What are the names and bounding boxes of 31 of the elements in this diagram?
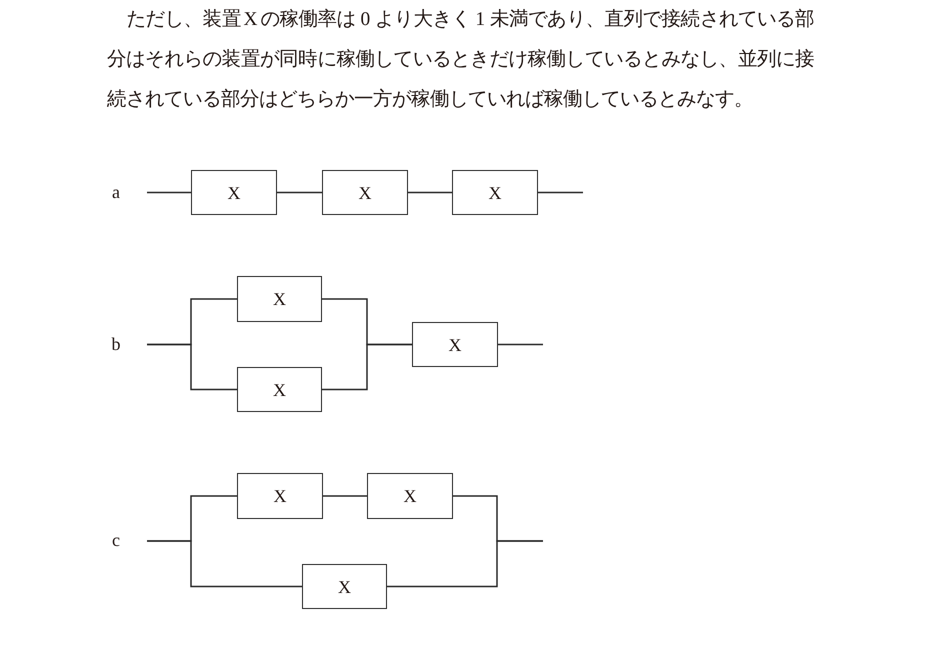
device-box: [191, 170, 277, 215]
device-box: [302, 564, 387, 609]
device-box: [237, 367, 322, 412]
connecting-line: [147, 540, 302, 588]
device-label: X: [448, 336, 462, 354]
device-label: X: [358, 184, 372, 202]
connecting-line: [147, 344, 237, 390]
connecting-line: [277, 192, 322, 194]
device-label: X: [338, 578, 351, 596]
device-label: X: [273, 380, 286, 398]
connecting-line: [147, 192, 191, 194]
device-box: [237, 473, 323, 519]
device-box: [367, 473, 453, 519]
device-box: [237, 276, 322, 322]
connecting-line: [498, 344, 543, 346]
device-label: X: [274, 487, 286, 505]
circuit-label: b: [112, 335, 120, 354]
connecting-line: [408, 192, 452, 194]
device-label: X: [273, 290, 286, 308]
circuit-label: a: [112, 183, 120, 202]
device-box: [452, 170, 538, 215]
connecting-line: [387, 540, 543, 588]
device-box: [322, 170, 408, 215]
connecting-line: [322, 344, 412, 390]
connecting-line: [538, 192, 583, 194]
device-label: X: [404, 487, 416, 505]
connecting-line: [323, 495, 367, 497]
device-label: X: [488, 184, 502, 202]
circuit-label: c: [112, 531, 120, 550]
device-label: X: [228, 184, 240, 202]
device-box: [412, 322, 498, 367]
